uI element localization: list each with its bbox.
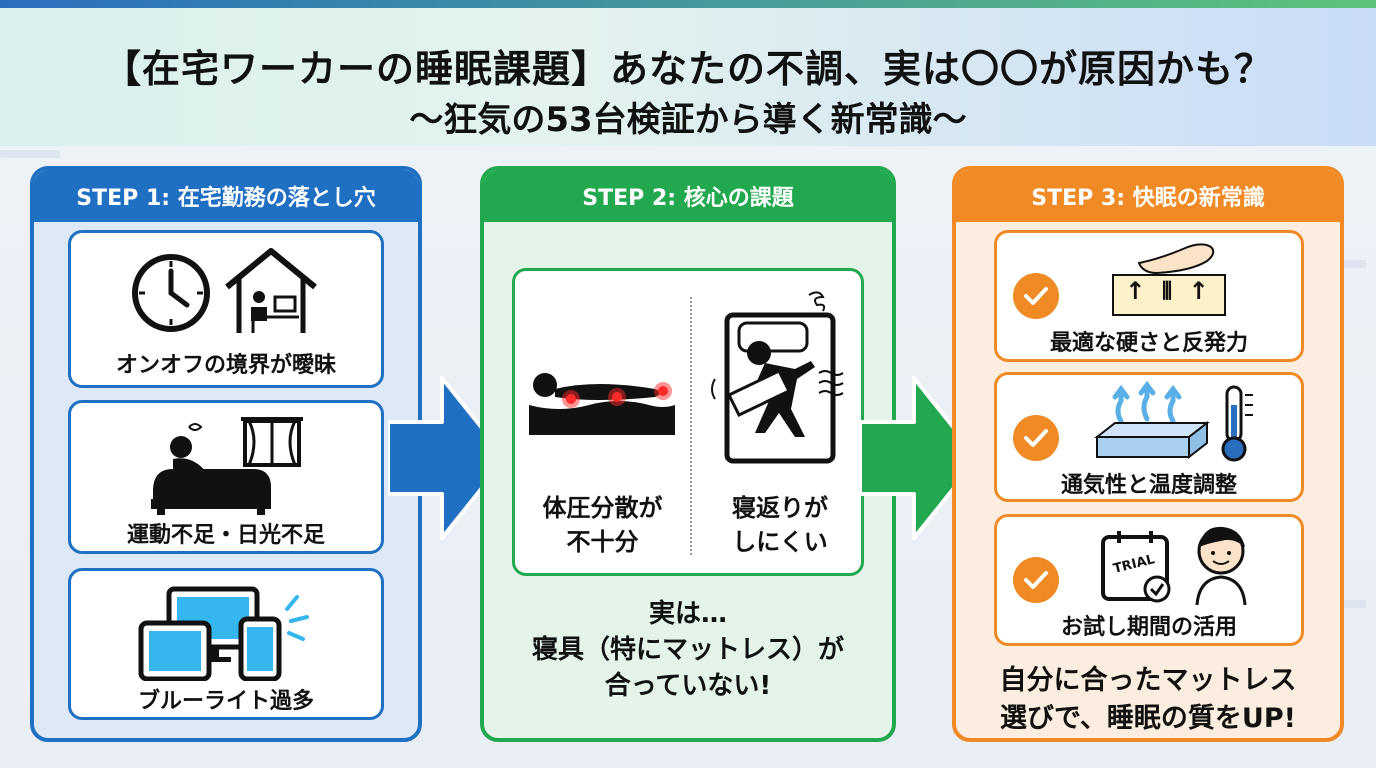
step1-heading: STEP 1: 在宅勤務の落とし穴 [34, 170, 418, 222]
step1-item-label: ブルーライト過多 [137, 689, 314, 714]
step3-heading: STEP 3: 快眠の新常識 [956, 170, 1340, 222]
step3-item-label: 通気性と温度調整 [1060, 473, 1237, 498]
conclusion-line: 選びで、睡眠の質をUP! [1000, 703, 1296, 734]
step3-item-label: 最適な硬さと反発力 [1049, 331, 1248, 356]
divider [690, 297, 692, 555]
label-line: 体圧分散が [542, 494, 663, 522]
trial-calendar-icon [1101, 531, 1171, 603]
conclusion-line: 寝具（特にマットレス）が [531, 635, 844, 665]
person-on-sofa-icon [151, 417, 303, 515]
step2-left-label: 体圧分散が 不十分 [515, 491, 690, 559]
step1-item-label: オンオフの境界が曖昧 [115, 353, 336, 378]
avatar [1195, 526, 1247, 606]
breathable-mattress-icon [1094, 381, 1253, 462]
step1-item-label: 運動不足・日光不足 [126, 523, 325, 548]
check-icon [1013, 273, 1059, 319]
conclusion-line: 実は… [648, 599, 727, 629]
bg-decoration [0, 150, 60, 158]
step3-card-ventilation: 通気性と温度調整 [994, 372, 1304, 502]
screens-icon [138, 586, 309, 681]
step2-conclusion: 実は… 寝具（特にマットレス）が 合っていない! [484, 596, 892, 704]
step2-right-label: 寝返りが しにくい [693, 491, 867, 559]
step3-card-firmness: ↑ ⦀ ↑ 最適な硬さと反発力 [994, 230, 1304, 362]
home-office-icon [225, 248, 317, 333]
step3-item-label: お試し期間の活用 [1060, 615, 1237, 640]
step1-card-bluelight: ブルーライト過多 [68, 568, 384, 720]
step2-heading: STEP 2: 核心の課題 [484, 170, 892, 222]
step1-card-boundary: オンオフの境界が曖昧 [68, 230, 384, 388]
check-icon [1013, 557, 1059, 603]
body-pressure-icon [529, 373, 675, 435]
step3-card-trial: TRIAL お試し期間の活用 [994, 514, 1304, 646]
clock-icon [132, 254, 210, 332]
step3-conclusion: 自分に合ったマットレス 選びで、睡眠の質をUP! [956, 662, 1340, 738]
label-line: しにくい [732, 528, 828, 556]
arrow-right-icon [388, 376, 508, 540]
step1-panel: STEP 1: 在宅勤務の落とし穴 オンオフの境界が曖昧 [30, 166, 422, 742]
step2-panel: STEP 2: 核心の課題 [480, 166, 896, 742]
spring-mark: ↑ ⦀ ↑ [1125, 277, 1213, 305]
header: 【在宅ワーカーの睡眠課題】あなたの不調、実は〇〇が原因かも？ 〜狂気の53台検証… [0, 8, 1376, 146]
arrow-right-icon [860, 376, 980, 540]
tossing-turning-icon [711, 291, 844, 464]
step3-panel: STEP 3: 快眠の新常識 ↑ ⦀ ↑ 最適な硬さと反発力 [952, 166, 1344, 742]
label-line: 不十分 [566, 528, 639, 556]
page-title: 【在宅ワーカーの睡眠課題】あなたの不調、実は〇〇が原因かも？ [102, 47, 1273, 91]
label-line: 寝返りが [732, 494, 828, 522]
page-subtitle: 〜狂気の53台検証から導く新常識〜 [409, 100, 967, 140]
step1-card-exercise: 運動不足・日光不足 [68, 400, 384, 554]
check-icon [1013, 415, 1059, 461]
top-accent-strip [0, 0, 1376, 8]
conclusion-line: 合っていない! [604, 671, 772, 701]
conclusion-line: 自分に合ったマットレス [999, 665, 1297, 696]
hand-pressing-icon [1112, 243, 1226, 316]
step2-issues-box: 体圧分散が 不十分 寝返りが しにくい [512, 268, 864, 576]
